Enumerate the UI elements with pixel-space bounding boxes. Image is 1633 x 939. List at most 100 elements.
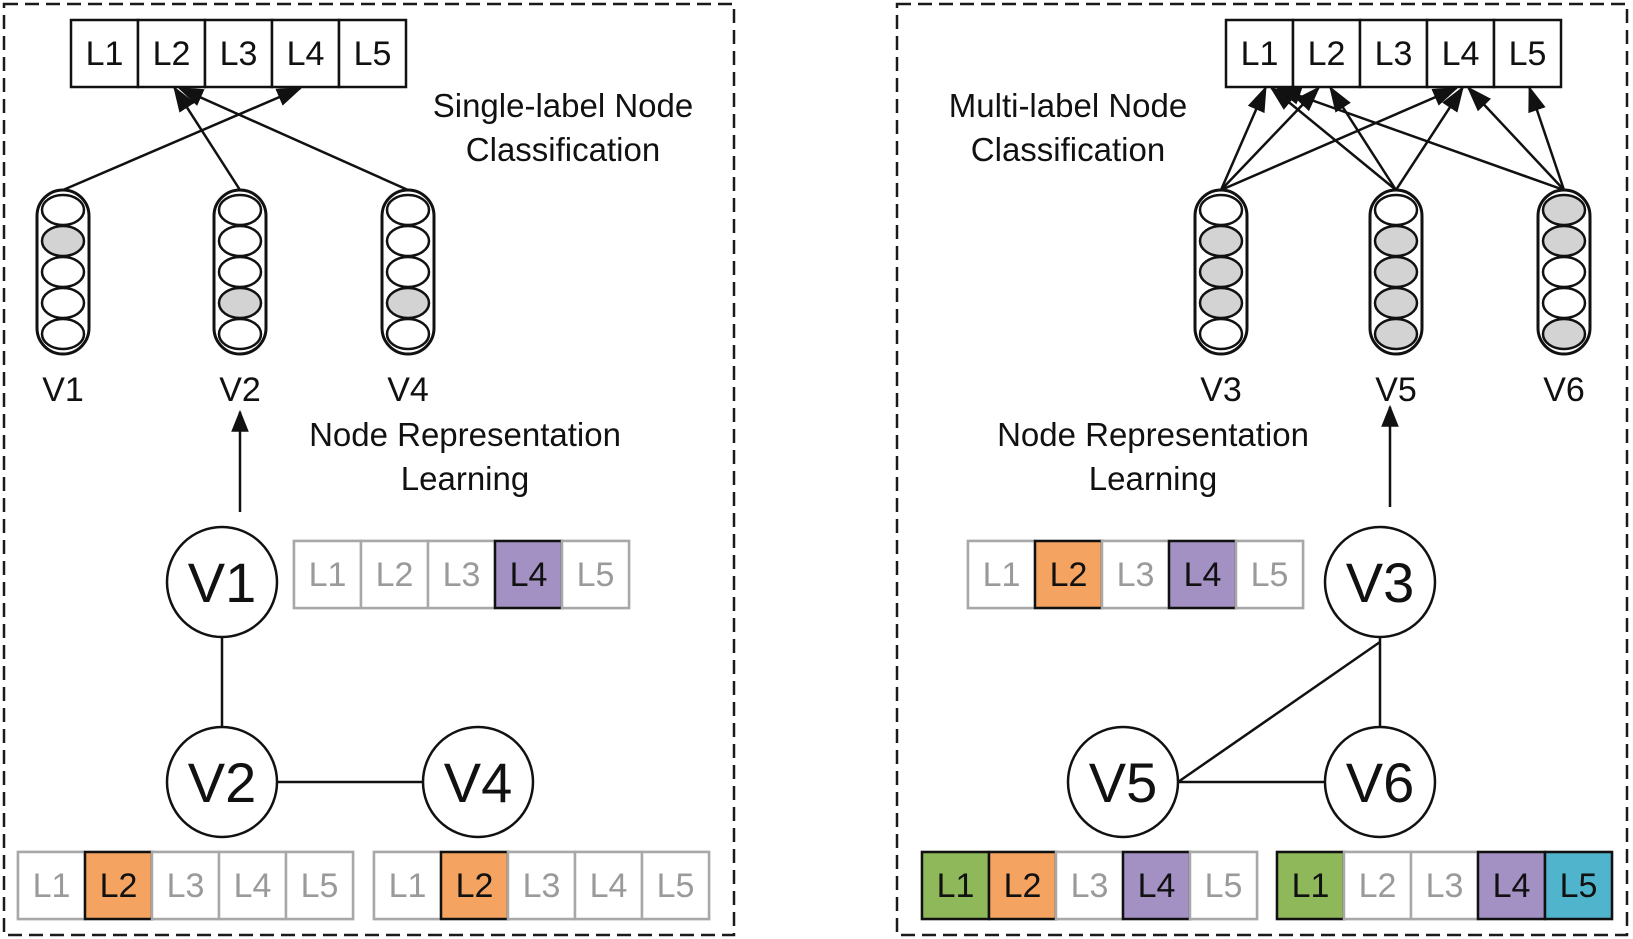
- right-rep-caption: Node Representation Learning: [997, 416, 1309, 497]
- label-cell-l5: [1492, 18, 1563, 89]
- vector-text-l4: L4: [510, 556, 548, 594]
- active-cell-l5: [1543, 850, 1614, 921]
- embedding-unit: [385, 193, 431, 227]
- vector-text-l3: L3: [443, 556, 481, 594]
- active-cell-l2: [1033, 539, 1104, 610]
- inactive-cell-l5: [560, 539, 631, 610]
- node-label: V5: [1089, 751, 1158, 814]
- vector-text-l5: L5: [301, 867, 339, 905]
- graph-node-v6: V6: [1323, 725, 1437, 839]
- left-caption-line1: Single-label Node: [433, 87, 694, 124]
- right-caption: Multi-label Node Classification: [949, 87, 1187, 168]
- inactive-cell-l5: [1188, 850, 1259, 921]
- inactive-cell-l5: [1234, 539, 1305, 610]
- embedding-unit: [217, 317, 263, 351]
- active-cell-l4: [1476, 850, 1547, 921]
- active-cell-l4: [1167, 539, 1238, 610]
- embedding-unit: [40, 193, 86, 227]
- left-rep-caption: Node Representation Learning: [309, 416, 621, 497]
- embedding-unit: [217, 286, 263, 320]
- embedding-unit: [1198, 286, 1244, 320]
- vector-text-l1: L1: [1292, 867, 1330, 905]
- embedding-unit: [1541, 224, 1587, 258]
- embedding-unit: [385, 255, 431, 289]
- embedding-label: V2: [219, 371, 261, 409]
- label-text-l3: L3: [1375, 35, 1413, 73]
- vector-text-l1: L1: [309, 556, 347, 594]
- node-label: V2: [188, 751, 257, 814]
- vector-text-l2: L2: [100, 867, 138, 905]
- node-label: V3: [1346, 551, 1415, 614]
- arrow-v3-to-l4: [1220, 86, 1459, 192]
- inactive-cell-l3: [426, 539, 497, 610]
- active-cell-l2: [987, 850, 1058, 921]
- graph-node-v5: V5: [1066, 725, 1180, 839]
- vector-text-l5: L5: [1205, 867, 1243, 905]
- left-rep-line1: Node Representation: [309, 416, 621, 453]
- vector-text-l5: L5: [1251, 556, 1289, 594]
- arrow-v5-to-l2: [1329, 85, 1398, 191]
- embedding-unit: [385, 317, 431, 351]
- inactive-cell-l1: [372, 850, 443, 921]
- inactive-cell-l2: [1342, 850, 1413, 921]
- embedding-unit: [1541, 286, 1587, 320]
- embedding-label: V3: [1200, 371, 1242, 409]
- node-label: V1: [188, 551, 257, 614]
- graph-node-v3: V3: [1323, 525, 1437, 639]
- embedding-v6: V6: [1536, 188, 1592, 409]
- inactive-cell-l3: [1054, 850, 1125, 921]
- node-circle: [165, 525, 279, 639]
- embedding-v5: V5: [1368, 188, 1424, 409]
- left-rep-line2: Learning: [401, 460, 529, 497]
- label-text-l2: L2: [1308, 35, 1346, 73]
- embedding-unit: [1373, 255, 1419, 289]
- label-text-l4: L4: [1442, 35, 1480, 73]
- label-cell-l2: [136, 18, 207, 89]
- arrow-v5-to-l1: [1269, 86, 1397, 191]
- embedding-label: V1: [42, 371, 84, 409]
- vector-text-l4: L4: [1493, 867, 1531, 905]
- left-caption-line2: Classification: [466, 131, 660, 168]
- left-panel-border: [2, 2, 736, 937]
- node-label: V6: [1346, 751, 1415, 814]
- arrow-v6-to-l1: [1275, 86, 1565, 192]
- node-label: V4: [444, 751, 513, 814]
- embedding-unit: [1373, 317, 1419, 351]
- active-cell-l1: [1275, 850, 1346, 921]
- arrow-v5-to-l4: [1394, 85, 1464, 191]
- embedding-unit: [1541, 193, 1587, 227]
- inactive-cell-l4: [573, 850, 644, 921]
- embedding-label: V5: [1375, 371, 1417, 409]
- inactive-cell-l1: [966, 539, 1037, 610]
- embedding-unit: [217, 255, 263, 289]
- active-cell-l4: [493, 539, 564, 610]
- label-cell-l1: [69, 18, 140, 89]
- vector-text-l5: L5: [657, 867, 695, 905]
- embedding-unit: [40, 255, 86, 289]
- embedding-unit: [1373, 286, 1419, 320]
- node-circle: [165, 725, 279, 839]
- label-text-l1: L1: [86, 35, 124, 73]
- vector-text-l4: L4: [1184, 556, 1222, 594]
- vector-text-l1: L1: [937, 867, 975, 905]
- label-text-l1: L1: [1241, 35, 1279, 73]
- label-cell-l3: [203, 18, 274, 89]
- edge-v5-v3: [1177, 640, 1381, 784]
- embedding-unit: [385, 286, 431, 320]
- vector-text-l1: L1: [389, 867, 427, 905]
- right-panel-border: [895, 2, 1629, 937]
- embedding-unit: [1373, 224, 1419, 258]
- right-caption-line1: Multi-label Node: [949, 87, 1187, 124]
- label-text-l5: L5: [354, 35, 392, 73]
- vector-text-l5: L5: [1560, 867, 1598, 905]
- embedding-unit: [217, 193, 263, 227]
- inactive-cell-l3: [506, 850, 577, 921]
- embedding-unit: [1198, 255, 1244, 289]
- embedding-unit: [40, 286, 86, 320]
